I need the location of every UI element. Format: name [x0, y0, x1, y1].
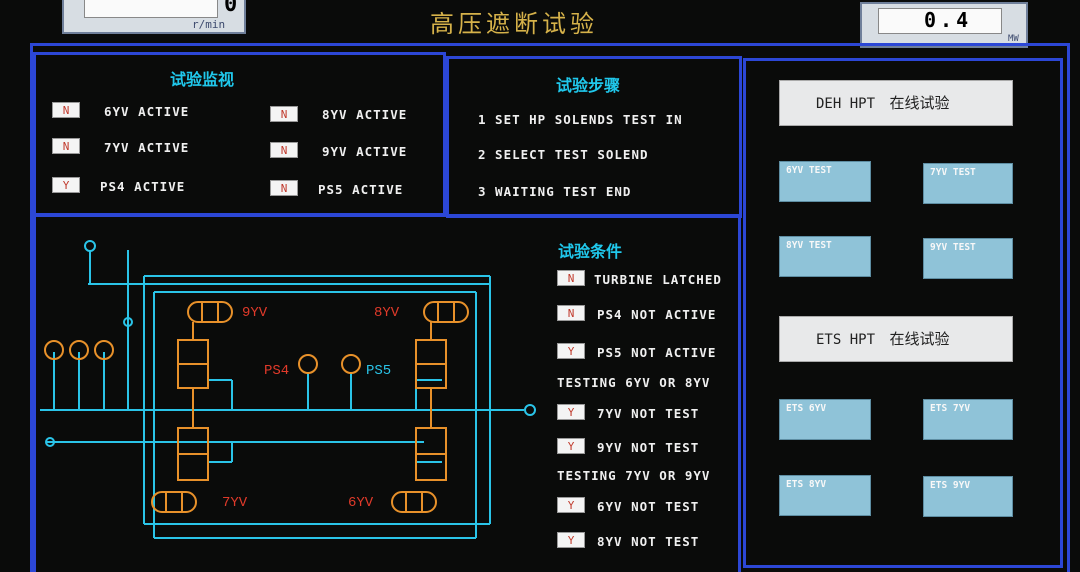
label-ps4-active: PS4 ACTIVE [100, 179, 186, 194]
label-ps4: PS4 [264, 363, 289, 379]
solenoid-7yv [151, 491, 197, 513]
label-9yv: 9YV [242, 305, 268, 321]
flag-ps5-active: N [270, 180, 298, 196]
label-9yv-not-test: 9YV NOT TEST [597, 440, 700, 455]
label-turbine-latched: TURBINE LATCHED [594, 272, 722, 287]
steps-title: 试验步骤 [556, 76, 621, 95]
main-port [524, 404, 536, 416]
label-8yv: 8YV [374, 305, 400, 321]
flag-8yv-active: N [270, 106, 298, 122]
ets-button-suffix: 在线试验 [889, 330, 950, 348]
controls-panel [743, 58, 1063, 568]
load-value-box [878, 8, 1002, 34]
test-8yv-button[interactable]: 8YV TEST [779, 236, 871, 277]
flag-7yv-active: N [52, 138, 80, 154]
pressure-switch-ps4 [298, 354, 318, 374]
hydraulic-diagram: 9YV 8YV 7YV 6YV PS4 PS5 [40, 240, 536, 539]
gauge-top [84, 240, 96, 252]
monitor-title: 试验监视 [170, 70, 235, 89]
accumulator-2 [69, 340, 89, 360]
flag-9yv-not-test: Y [557, 438, 585, 454]
flag-ps5-not-active: Y [557, 343, 585, 359]
step-2: 2 SELECT TEST SOLEND [478, 147, 649, 162]
deh-button-prefix: DEH HPT [816, 96, 876, 112]
deh-hpt-online-test-button[interactable]: DEH HPT 在线试验 [779, 80, 1013, 126]
flag-turbine-latched: N [557, 270, 585, 286]
speed-unit: r/min [192, 18, 226, 31]
page-title: 高压遮断试验 [430, 10, 598, 38]
flag-9yv-active: N [270, 142, 298, 158]
ets-7yv-button[interactable]: ETS 7YV [923, 399, 1013, 440]
pressure-switch-ps5 [341, 354, 361, 374]
label-ps4-not-active: PS4 NOT ACTIVE [597, 307, 717, 322]
ets-6yv-button[interactable]: ETS 6YV [779, 399, 871, 440]
accumulator-1 [44, 340, 64, 360]
test-9yv-button[interactable]: 9YV TEST [923, 238, 1013, 279]
label-7yv: 7YV [222, 495, 248, 511]
test-6yv-button[interactable]: 6YV TEST [779, 161, 871, 202]
label-testing-6yv-8yv: TESTING 6YV OR 8YV [557, 375, 711, 390]
label-ps5-not-active: PS5 NOT ACTIVE [597, 345, 717, 360]
solenoid-9yv [187, 301, 233, 323]
flag-7yv-not-test: Y [557, 404, 585, 420]
flag-6yv-not-test: Y [557, 497, 585, 513]
load-readout: 0.4 MW [860, 2, 1028, 48]
speed-readout: 0 r/min [62, 0, 246, 34]
flag-ps4-not-active: N [557, 305, 585, 321]
ets-button-prefix: ETS HPT [816, 332, 876, 348]
test-7yv-button[interactable]: 7YV TEST [923, 163, 1013, 204]
label-testing-7yv-9yv: TESTING 7YV OR 9YV [557, 468, 711, 483]
flag-8yv-not-test: Y [557, 532, 585, 548]
label-9yv-active: 9YV ACTIVE [322, 144, 408, 159]
label-6yv-not-test: 6YV NOT TEST [597, 499, 700, 514]
load-value: 0.4 [924, 8, 973, 32]
label-6yv: 6YV [348, 495, 374, 511]
accumulator-3 [94, 340, 114, 360]
conditions-title: 试验条件 [558, 242, 623, 261]
ets-9yv-button[interactable]: ETS 9YV [923, 476, 1013, 517]
label-8yv-active: 8YV ACTIVE [322, 107, 408, 122]
solenoid-6yv [391, 491, 437, 513]
ets-8yv-button[interactable]: ETS 8YV [779, 475, 871, 516]
riser-valve [123, 317, 133, 327]
second-port [45, 437, 55, 447]
step-3: 3 WAITING TEST END [478, 184, 632, 199]
flag-ps4-active: Y [52, 177, 80, 193]
load-unit: MW [1008, 34, 1019, 44]
label-6yv-active: 6YV ACTIVE [104, 104, 190, 119]
label-7yv-not-test: 7YV NOT TEST [597, 406, 700, 421]
main-frame [30, 43, 1070, 572]
label-ps5: PS5 [366, 363, 391, 379]
step-1: 1 SET HP SOLENDS TEST IN [478, 112, 683, 127]
flag-6yv-active: N [52, 102, 80, 118]
label-8yv-not-test: 8YV NOT TEST [597, 534, 700, 549]
label-7yv-active: 7YV ACTIVE [104, 140, 190, 155]
ets-hpt-online-test-button[interactable]: ETS HPT 在线试验 [779, 316, 1013, 362]
speed-value: 0 [224, 0, 238, 17]
deh-button-suffix: 在线试验 [889, 94, 950, 112]
speed-value-box [84, 0, 218, 18]
diagram-panel [33, 214, 741, 572]
solenoid-8yv [423, 301, 469, 323]
label-ps5-active: PS5 ACTIVE [318, 182, 404, 197]
